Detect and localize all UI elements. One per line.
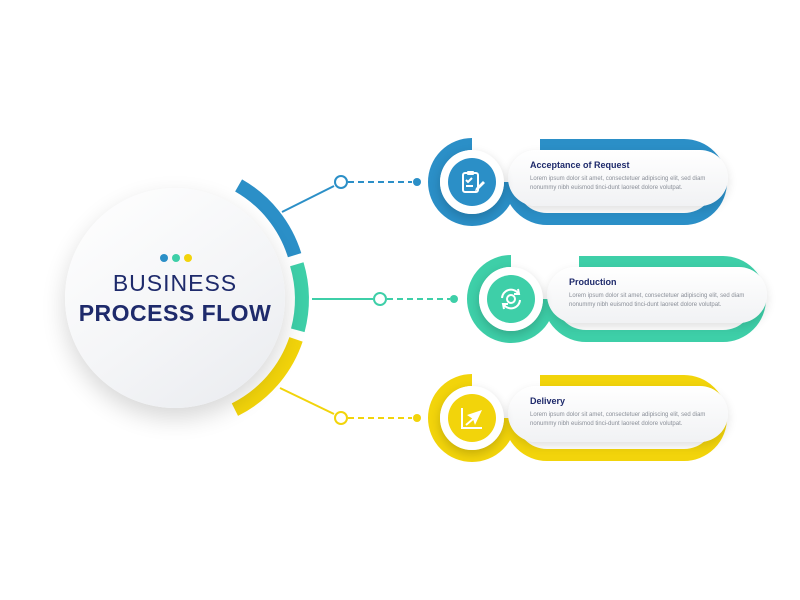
step-icon-badge-2 (487, 275, 535, 323)
hub-subtitle: PROCESS FLOW (78, 300, 272, 326)
step-icon-badge-1 (448, 158, 496, 206)
blue-dot (160, 254, 168, 262)
connector-node-1 (334, 175, 348, 189)
paper-plane-chart-icon (461, 408, 482, 429)
hub-title: BUSINESS (112, 270, 238, 296)
step-title-3: Delivery (530, 396, 566, 406)
connector-end-dot-3 (413, 414, 421, 422)
step-icon-disc-2 (479, 267, 543, 331)
step-icon-disc-1 (440, 150, 504, 214)
step-card-2: Production Lorem ipsum dolor sit amet, c… (547, 267, 767, 323)
step-body-1: Lorem ipsum dolor sit amet, consectetuer… (530, 176, 706, 191)
step-body-2: Lorem ipsum dolor sit amet, consectetuer… (569, 293, 745, 308)
connector-node-3 (334, 411, 348, 425)
connector-end-dot-1 (413, 178, 421, 186)
step-title-1: Acceptance of Request (530, 160, 630, 170)
teal-dot (172, 254, 180, 262)
connector-line-1 (281, 185, 335, 213)
yellow-dot (184, 254, 192, 262)
step-card-3: Delivery Lorem ipsum dolor sit amet, con… (508, 386, 728, 442)
ring-segment-teal (290, 262, 309, 333)
connector-end-dot-2 (450, 295, 458, 303)
gear-cycle-icon (501, 288, 521, 310)
clipboard-check-icon (462, 171, 485, 193)
step-body-3: Lorem ipsum dolor sit amet, consectetuer… (530, 412, 706, 427)
step-title-2: Production (569, 277, 617, 287)
connector-node-2 (373, 292, 387, 306)
ring-segment-yellow (231, 337, 303, 416)
ring-segment-blue (234, 179, 302, 258)
hub-dots (160, 254, 194, 264)
hub-circle: BUSINESS PROCESS FLOW (65, 188, 285, 408)
connector-line-3 (279, 387, 335, 415)
step-icon-badge-3 (448, 394, 496, 442)
step-card-1: Acceptance of Request Lorem ipsum dolor … (508, 150, 728, 206)
step-icon-disc-3 (440, 386, 504, 450)
